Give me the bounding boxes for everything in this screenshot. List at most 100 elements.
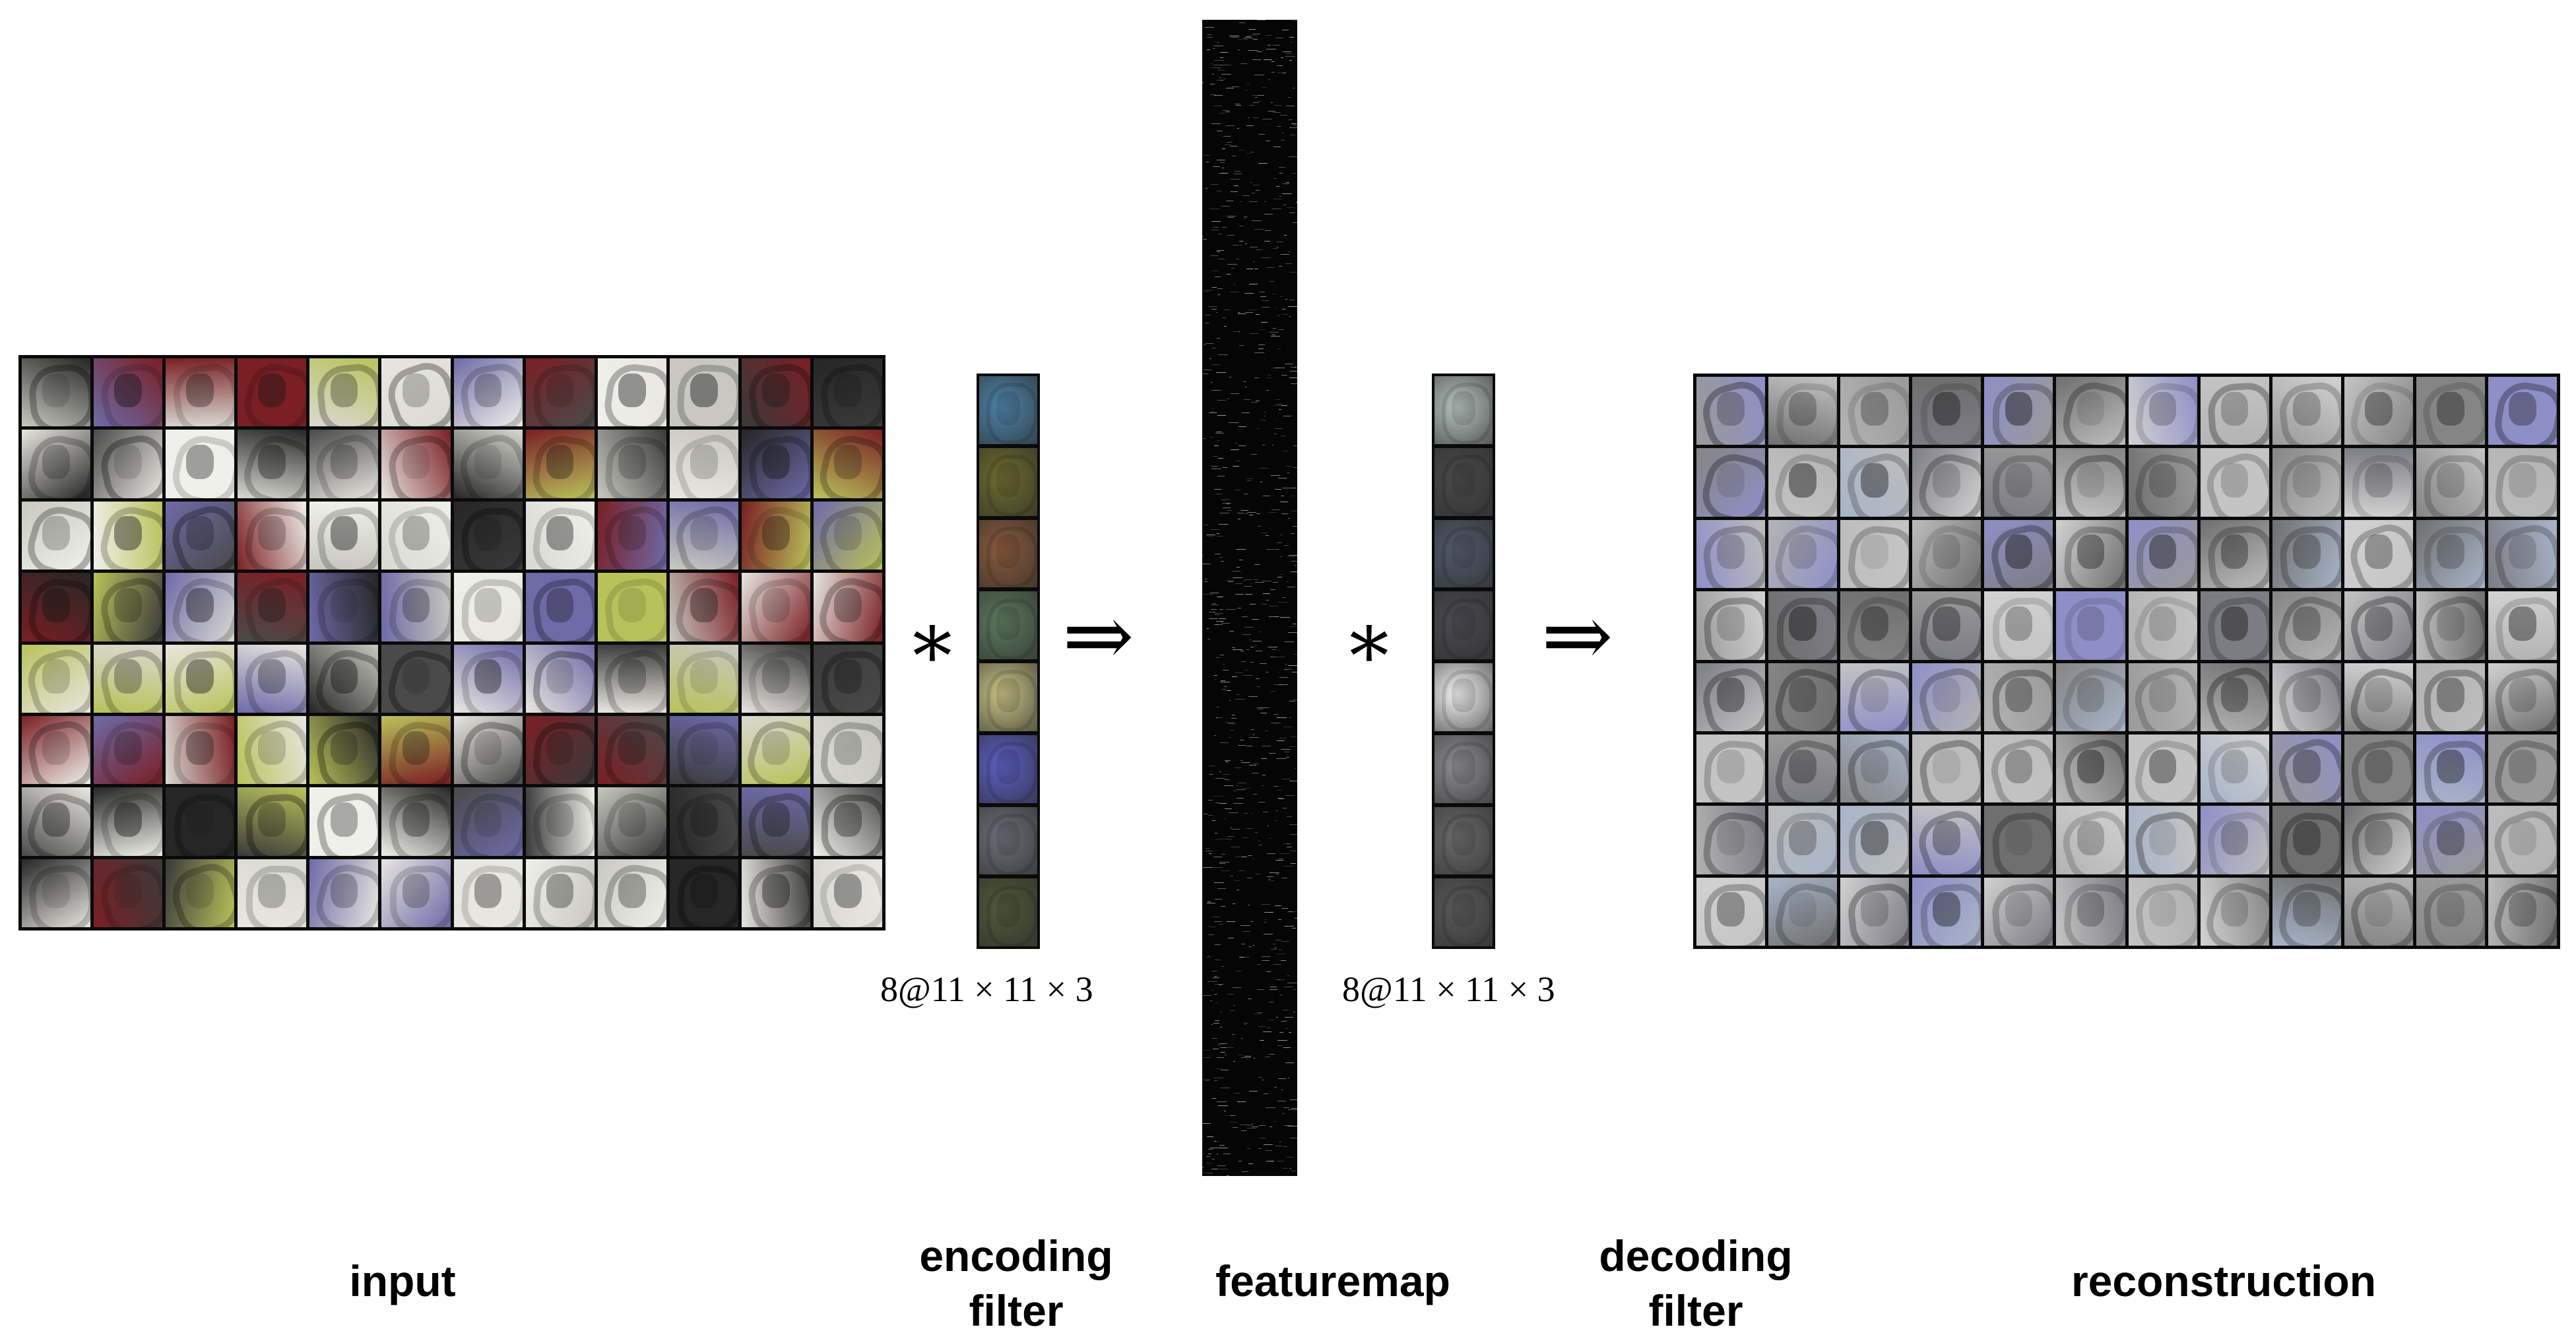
featuremap-texture — [1202, 995, 1211, 996]
reconstruction-digit-tile — [1984, 663, 2053, 731]
featuremap-texture — [1289, 746, 1297, 747]
featuremap-texture — [1215, 1020, 1219, 1021]
reconstruction-digit-tile — [1984, 377, 2053, 445]
featuremap-texture — [1223, 503, 1231, 504]
featuremap-texture — [1227, 1175, 1229, 1176]
featuremap-texture — [1231, 268, 1235, 269]
featuremap-texture — [1206, 343, 1213, 344]
featuremap-texture — [1290, 371, 1297, 372]
featuremap-texture — [1206, 848, 1209, 849]
featuremap-texture — [1239, 22, 1245, 23]
input-digit-tile — [238, 358, 307, 427]
featuremap-texture — [1272, 509, 1280, 510]
featuremap-texture — [1289, 1032, 1291, 1033]
input-digit-tile — [94, 644, 163, 713]
featuremap-texture — [1283, 843, 1291, 844]
reconstruction-digit-tile — [1984, 448, 2053, 517]
featuremap-texture — [1216, 717, 1218, 718]
input-digit-tile — [597, 644, 666, 713]
reconstruction-digit-tile — [1912, 806, 1981, 874]
featuremap-texture — [1215, 1141, 1219, 1142]
featuremap-texture — [1249, 765, 1256, 766]
featuremap-texture — [1288, 632, 1297, 633]
featuremap-texture — [1262, 956, 1270, 957]
featuremap-texture — [1264, 1144, 1273, 1145]
featuremap-texture — [1250, 333, 1258, 334]
featuremap-texture — [1279, 677, 1288, 678]
featuremap-texture — [1258, 163, 1268, 164]
featuremap-texture — [1213, 1023, 1219, 1024]
featuremap-texture — [1204, 594, 1213, 595]
featuremap-texture — [1211, 990, 1213, 991]
input-digit-tile — [669, 787, 738, 856]
featuremap-texture — [1256, 314, 1260, 315]
featuremap-texture — [1257, 686, 1260, 687]
input-digit-tile — [597, 501, 666, 570]
featuremap-texture — [1277, 1045, 1283, 1046]
featuremap-texture — [1257, 707, 1265, 708]
reconstruction-digit-tile — [2488, 448, 2557, 517]
featuremap-texture — [1289, 717, 1291, 718]
input-digit-tile — [669, 715, 738, 785]
reconstruction-digit-tile — [1840, 377, 1910, 445]
featuremap-texture — [1282, 908, 1288, 909]
featuremap-texture — [1248, 946, 1252, 947]
featuremap-texture — [1253, 117, 1259, 118]
featuremap-texture — [1273, 964, 1281, 965]
input-digit-tile — [453, 358, 523, 427]
featuremap-texture — [1209, 412, 1217, 413]
featuremap-texture — [1212, 1098, 1216, 1099]
featuremap-texture — [1277, 65, 1283, 66]
featuremap-texture — [1254, 352, 1264, 353]
featuremap-texture — [1264, 922, 1267, 923]
featuremap-texture — [1235, 767, 1241, 768]
featuremap-texture — [1208, 536, 1214, 537]
featuremap-texture — [1216, 372, 1226, 373]
featuremap-texture — [1250, 1124, 1253, 1125]
featuremap-texture — [1271, 102, 1273, 103]
featuremap-texture — [1275, 905, 1281, 906]
input-digit-tile — [309, 501, 379, 570]
featuremap-texture — [1242, 1171, 1248, 1172]
featuremap-texture — [1211, 221, 1221, 222]
featuremap-texture — [1204, 291, 1210, 292]
reconstruction-digit-tile — [1840, 806, 1910, 874]
featuremap-texture — [1219, 618, 1226, 619]
featuremap-texture — [1287, 1126, 1297, 1127]
reconstruction-digit-tile — [2416, 877, 2485, 946]
featuremap-texture — [1241, 1038, 1242, 1039]
reconstruction-digit-tile — [2056, 877, 2125, 946]
reconstruction-digit-tile — [2128, 591, 2197, 660]
input-digit-tile — [94, 501, 163, 570]
featuremap-texture — [1258, 526, 1260, 527]
label-encoding-filter: encoding filter — [919, 1231, 1113, 1335]
featuremap-texture — [1281, 140, 1284, 141]
featuremap-texture — [1283, 51, 1291, 52]
featuremap-texture — [1211, 184, 1219, 185]
featuremap-texture — [1219, 524, 1229, 525]
featuremap-texture — [1252, 95, 1256, 96]
featuremap-texture — [1275, 724, 1277, 725]
featuremap-texture — [1214, 489, 1221, 490]
input-digit-tile — [166, 644, 235, 713]
reconstruction-digit-tile — [2200, 877, 2269, 946]
featuremap-texture — [1288, 97, 1291, 98]
reconstruction-digit-tile — [2488, 806, 2557, 874]
featuremap-texture — [1212, 820, 1215, 821]
input-image-grid — [18, 355, 886, 931]
featuremap-texture — [1209, 774, 1213, 775]
featuremap-texture — [1228, 723, 1235, 724]
featuremap-texture — [1213, 867, 1223, 868]
input-digit-tile — [22, 859, 91, 927]
featuremap-texture — [1211, 529, 1219, 530]
featuremap-texture — [1220, 1047, 1226, 1048]
input-digit-tile — [166, 358, 235, 427]
featuremap-texture — [1287, 843, 1289, 844]
featuremap-texture — [1267, 853, 1275, 854]
input-digit-tile — [813, 430, 882, 498]
featuremap-texture — [1289, 1099, 1297, 1100]
reconstruction-digit-tile — [2344, 806, 2413, 874]
featuremap-texture — [1233, 466, 1239, 467]
reconstruction-digit-tile — [1912, 591, 1981, 660]
featuremap-texture — [1211, 1024, 1213, 1025]
